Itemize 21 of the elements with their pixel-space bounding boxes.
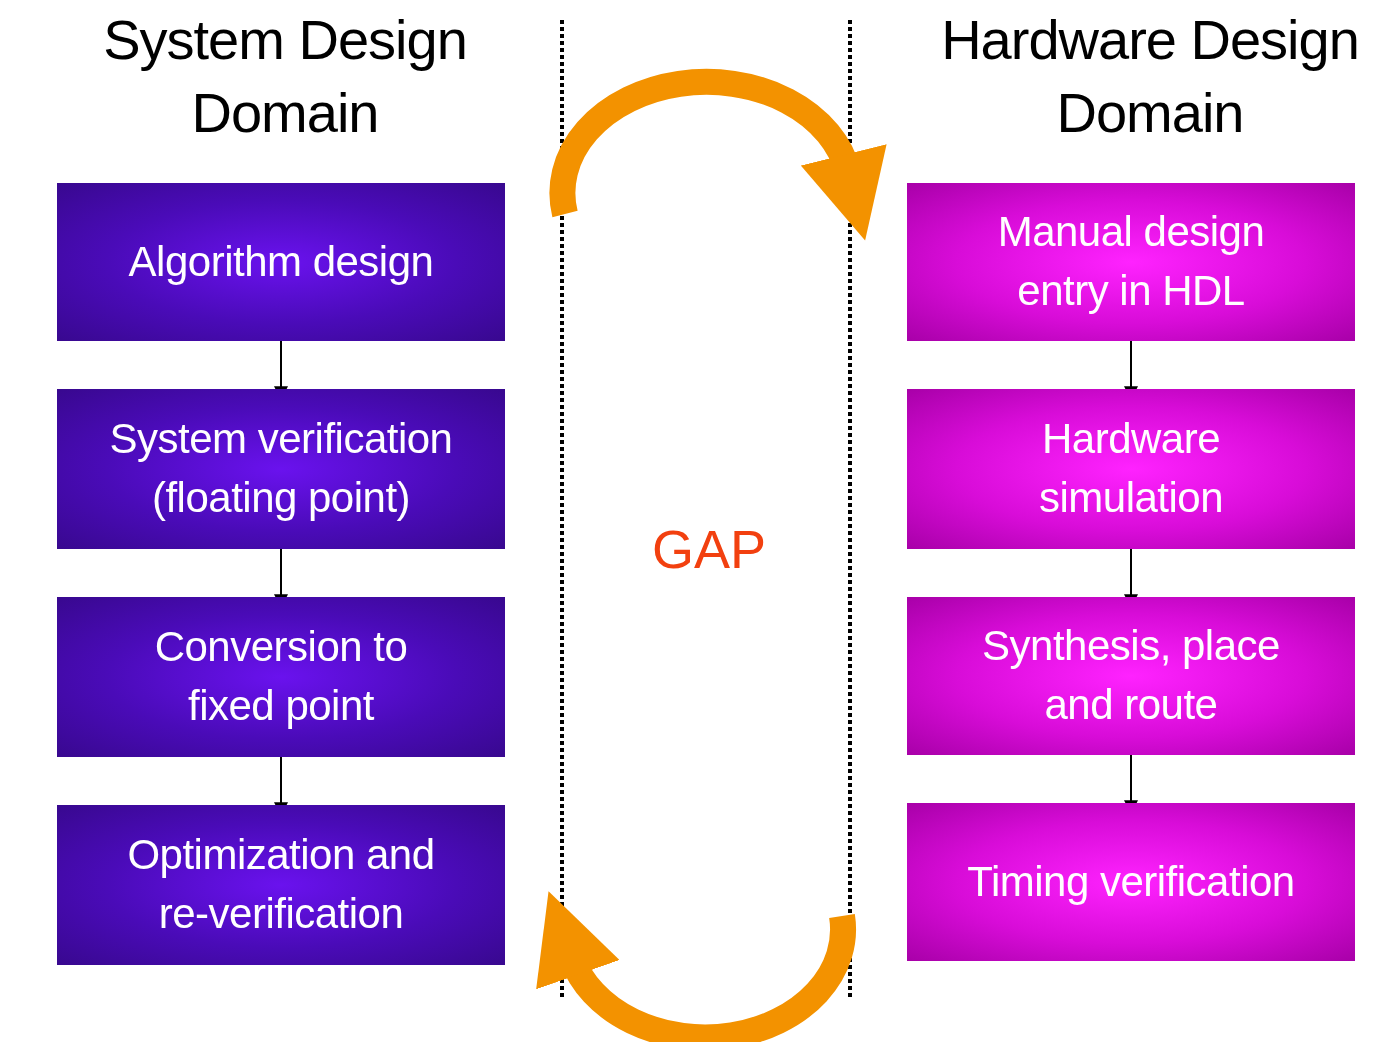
- box-text: Timing verification: [967, 856, 1295, 907]
- box-text: Optimization and re-verification: [126, 830, 436, 939]
- arrow: [549, 68, 885, 240]
- box-text: Manual design entry in HDL: [996, 207, 1266, 316]
- column-heading: System Design Domain: [102, 7, 468, 146]
- process-box: [907, 803, 1355, 961]
- process-box: [907, 597, 1355, 755]
- process-box: [907, 389, 1355, 549]
- arrow: [538, 893, 856, 1042]
- process-box: [57, 389, 505, 549]
- box-text: Algorithm design: [128, 236, 434, 287]
- box-text: System verification (floating point): [108, 414, 454, 523]
- column-heading: Hardware Design Domain: [940, 7, 1360, 146]
- process-box: [57, 805, 505, 965]
- box-text: Conversion to fixed point: [153, 622, 409, 731]
- process-box: [57, 597, 505, 757]
- box-text: Hardware simulation: [1037, 414, 1225, 523]
- process-box: [907, 183, 1355, 341]
- process-box: [57, 183, 505, 341]
- gap-label: GAP: [652, 518, 767, 580]
- box-text: Synthesis, place and route: [981, 621, 1281, 730]
